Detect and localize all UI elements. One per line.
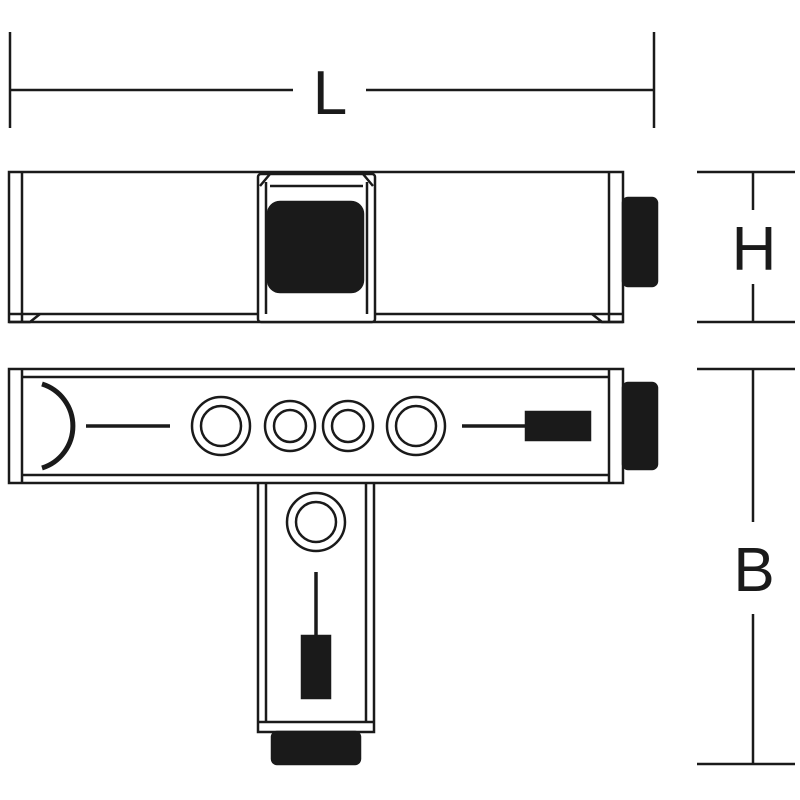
plan-stem-end-cap (270, 730, 362, 766)
side-end-cap (621, 196, 659, 288)
length-label: L (313, 59, 347, 128)
plan-half-round-notch (41, 381, 76, 471)
plan-hole-3 (321, 399, 375, 453)
side-clamp-top-lip (259, 173, 374, 188)
side-view (7, 170, 659, 324)
depth-label: B (733, 536, 774, 605)
plan-view (7, 367, 659, 766)
plan-stem-hole (285, 491, 347, 553)
plan-stem-block (300, 634, 332, 700)
plan-end-cap (621, 381, 659, 471)
plan-hole-1 (190, 395, 252, 457)
height-label: H (732, 215, 777, 284)
side-rail-foot-right (591, 313, 623, 324)
plan-hole-2 (263, 399, 317, 453)
dimension-length (8, 32, 656, 128)
side-clamp-window (266, 200, 365, 294)
dimension-height (697, 170, 795, 324)
plan-hole-4 (385, 395, 447, 457)
plan-right-block (524, 410, 592, 442)
side-rail-foot-left (9, 313, 41, 324)
dimension-depth (697, 367, 795, 766)
